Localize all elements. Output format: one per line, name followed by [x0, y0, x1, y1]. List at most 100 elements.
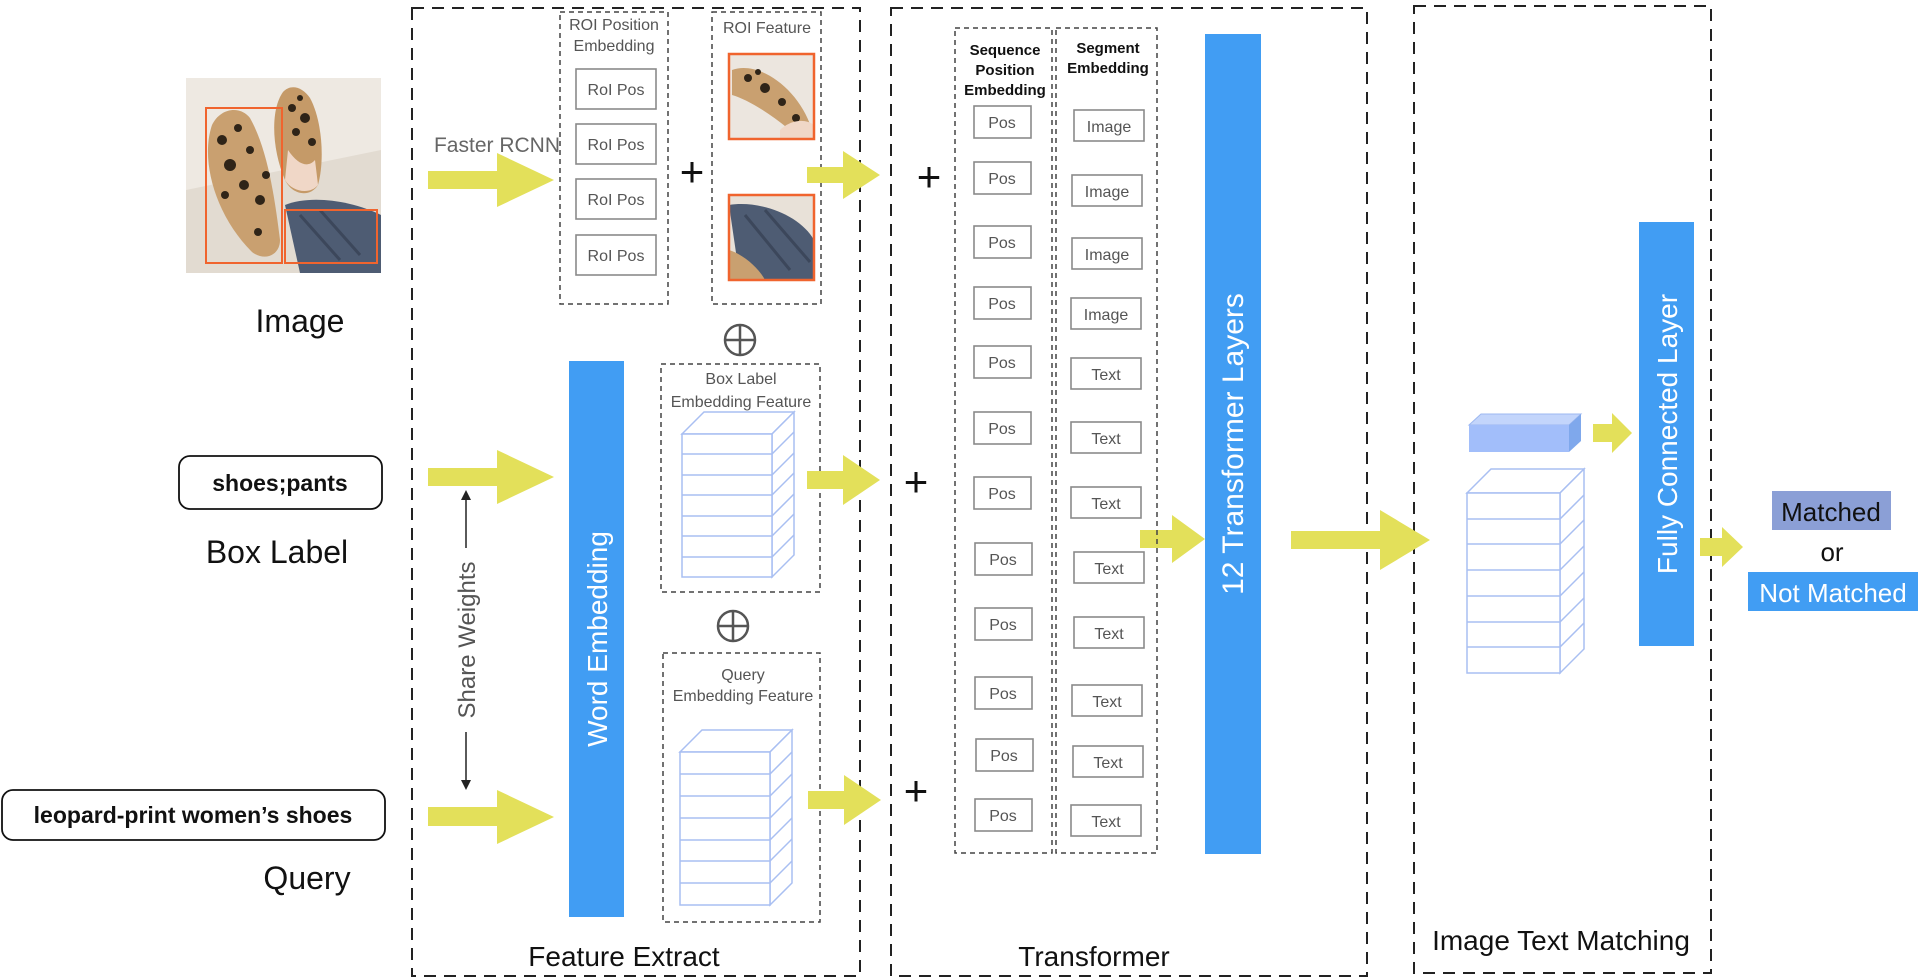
- box-label-to-transformer-arrow: [807, 455, 880, 505]
- seq-pos-title-line2: Position: [975, 62, 1034, 79]
- svg-text:Text: Text: [1091, 496, 1121, 513]
- segment-item: Image: [1070, 297, 1142, 330]
- svg-text:RoI Pos: RoI Pos: [588, 82, 645, 99]
- circled-plus-icon: [723, 323, 757, 357]
- or-label: or: [1820, 537, 1843, 567]
- svg-text:Image: Image: [1085, 247, 1130, 264]
- roi-position-embedding-group: [559, 11, 669, 305]
- svg-text:Pos: Pos: [989, 552, 1017, 569]
- not-matched-output-badge: [1748, 572, 1918, 611]
- svg-text:Text: Text: [1093, 755, 1123, 772]
- svg-text:Image: Image: [1085, 184, 1130, 201]
- image-input-label: Image: [256, 303, 345, 339]
- svg-text:RoI Pos: RoI Pos: [588, 192, 645, 209]
- image-text-matching-label: Image Text Matching: [1432, 925, 1690, 956]
- segment-item: Text: [1073, 551, 1145, 584]
- svg-text:Text: Text: [1091, 814, 1121, 831]
- pos-item: Pos: [973, 476, 1032, 510]
- pos-item: Pos: [973, 286, 1032, 320]
- svg-text:Text: Text: [1094, 561, 1124, 578]
- seq-pos-title-line1: Sequence: [970, 42, 1041, 59]
- transformer-label: Transformer: [1018, 941, 1169, 972]
- word-embedding-bar: [569, 361, 624, 917]
- not-matched-output-label: Not Matched: [1759, 578, 1906, 608]
- faster-rcnn-label: Faster RCNN: [434, 134, 560, 157]
- pos-item: Pos: [974, 607, 1033, 641]
- svg-text:Pos: Pos: [989, 617, 1017, 634]
- transformer-layers-bar: [1205, 34, 1261, 854]
- pos-item: Pos: [973, 345, 1032, 379]
- plus-sign: +: [904, 458, 929, 505]
- query-input-box: [1, 789, 386, 841]
- pos-item: Pos: [975, 738, 1034, 772]
- matched-output-label: Matched: [1781, 497, 1881, 527]
- faster-rcnn-arrow: [428, 153, 554, 207]
- embeddings-to-layers-arrow: [1140, 515, 1205, 563]
- sequence-position-embedding-group: [954, 27, 1053, 854]
- pos-item: Pos: [974, 542, 1033, 576]
- box-label-embedding-title-line2: Embedding Feature: [671, 394, 812, 411]
- roi-feature-group: [711, 11, 822, 305]
- svg-text:Pos: Pos: [988, 115, 1016, 132]
- segment-item: Text: [1070, 486, 1142, 519]
- roi-box-pants: [284, 209, 378, 264]
- segment-title-line1: Segment: [1076, 40, 1139, 57]
- pos-item: Pos: [973, 161, 1032, 195]
- pos-item: Pos: [974, 676, 1033, 710]
- svg-text:RoI Pos: RoI Pos: [588, 137, 645, 154]
- segment-item: Text: [1073, 616, 1145, 649]
- svg-text:Text: Text: [1094, 626, 1124, 643]
- pos-item: Pos: [973, 105, 1032, 139]
- input-image-thumbnail: [186, 78, 381, 273]
- svg-text:Text: Text: [1092, 694, 1122, 711]
- svg-text:Image: Image: [1087, 119, 1132, 136]
- roi-position-title-line1: ROI Position: [569, 17, 659, 34]
- query-to-transformer-arrow: [808, 775, 881, 825]
- roi-crop-shoes: [727, 52, 816, 141]
- box-label-input-box: [178, 455, 383, 510]
- share-weights-arrow: [461, 490, 471, 790]
- plus-sign: +: [917, 153, 942, 200]
- svg-text:Text: Text: [1091, 367, 1121, 384]
- pos-item: Pos: [973, 411, 1032, 445]
- roi-pos-item: RoI Pos: [575, 123, 657, 165]
- box-label-embedding-title-line1: Box Label: [705, 371, 776, 388]
- segment-item: Text: [1070, 357, 1142, 390]
- segment-item: Image: [1071, 237, 1143, 270]
- segment-item: Image: [1071, 174, 1143, 207]
- roi-feature-title: ROI Feature: [723, 20, 811, 37]
- circled-plus-icon: [716, 609, 750, 643]
- pos-item: Pos: [974, 798, 1033, 832]
- word-embedding-label: Word Embedding: [582, 531, 613, 747]
- share-weights-label: Share Weights: [454, 562, 481, 719]
- fc-to-output-arrow: [1700, 527, 1743, 567]
- svg-text:Text: Text: [1091, 431, 1121, 448]
- transformer-to-matching-arrow: [1291, 510, 1430, 570]
- matched-output-badge: [1772, 491, 1891, 530]
- roi-to-transformer-arrow: [807, 151, 880, 199]
- segment-title-line2: Embedding: [1067, 60, 1149, 77]
- segment-item: Image: [1073, 109, 1145, 142]
- segment-item: Text: [1071, 684, 1143, 717]
- svg-text:Pos: Pos: [989, 686, 1017, 703]
- svg-text:RoI Pos: RoI Pos: [588, 248, 645, 265]
- matching-feature-stack: [1465, 467, 1586, 675]
- query-embedding-group: [662, 652, 821, 923]
- transformer-group: [890, 7, 1368, 977]
- pooled-embedding-block: [1467, 413, 1583, 452]
- query-input-label: Query: [263, 860, 350, 896]
- embedding-to-fc-arrow: [1593, 413, 1632, 453]
- feature-extract-label: Feature Extract: [528, 941, 720, 972]
- roi-pos-item: RoI Pos: [575, 234, 657, 276]
- seq-pos-title-line3: Embedding: [964, 82, 1046, 99]
- svg-text:Pos: Pos: [988, 486, 1016, 503]
- segment-item: Text: [1070, 421, 1142, 454]
- svg-text:Pos: Pos: [989, 808, 1017, 825]
- query-embedding-title-line1: Query: [721, 667, 765, 684]
- image-text-matching-group: [1413, 5, 1712, 974]
- svg-text:Pos: Pos: [990, 748, 1018, 765]
- segment-item: Text: [1070, 804, 1142, 837]
- roi-box-shoes: [205, 107, 283, 264]
- svg-text:Pos: Pos: [988, 171, 1016, 188]
